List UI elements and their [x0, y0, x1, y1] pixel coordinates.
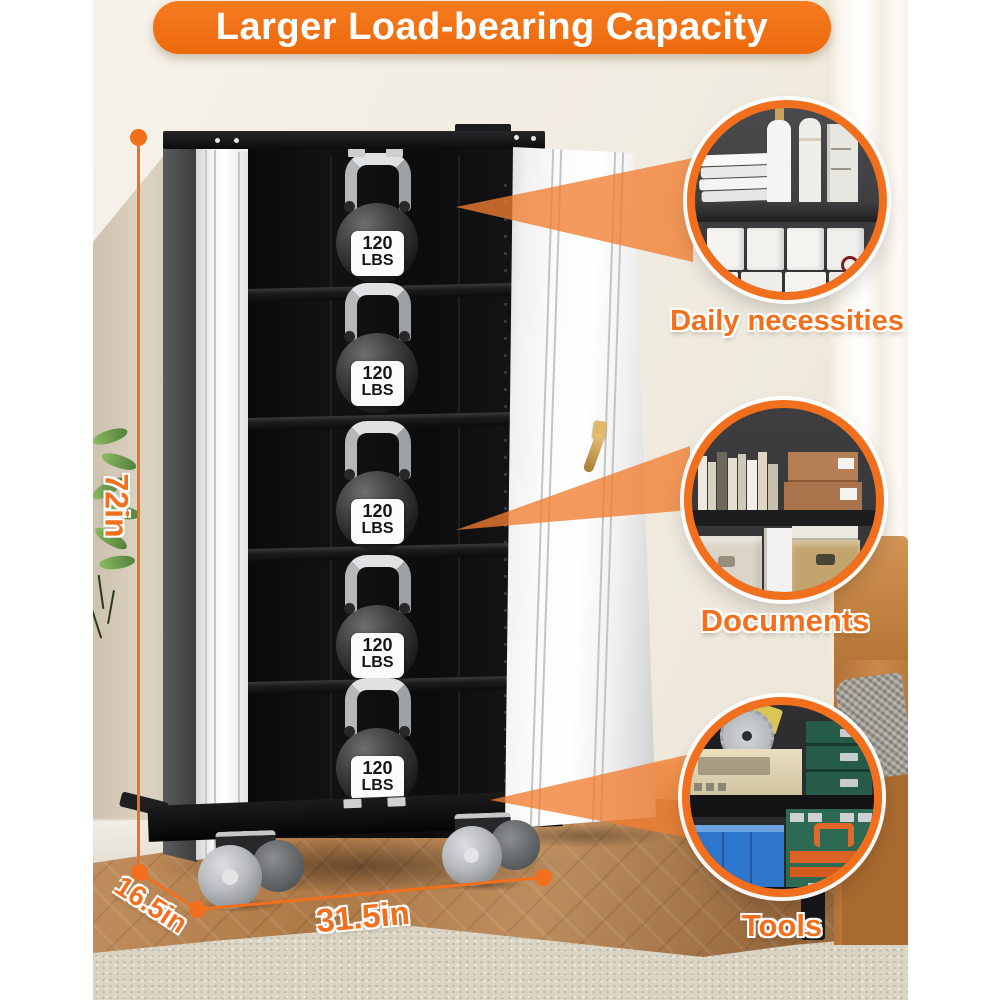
books-row	[792, 526, 858, 540]
white-box	[707, 228, 744, 270]
canvas-margin-right	[908, 0, 1000, 1000]
book-spine	[717, 452, 727, 512]
book-spine	[768, 464, 778, 512]
white-box	[829, 272, 870, 292]
book-spine	[708, 462, 716, 512]
cabinet-top-frame	[163, 131, 545, 149]
canvas-margin-left	[0, 0, 93, 1000]
callout-label-documents: Documents	[700, 603, 870, 638]
book-spine	[698, 456, 707, 512]
dimension-dot	[534, 868, 552, 886]
book	[827, 124, 858, 204]
banner-text: Larger Load-bearing Capacity	[215, 6, 769, 48]
orange-handle	[814, 823, 854, 847]
book-spine	[728, 458, 737, 512]
height-dimension-line	[136, 146, 140, 866]
title-banner: Larger Load-bearing Capacity	[153, 1, 831, 54]
orange-drawer	[790, 851, 870, 863]
orange-drawer	[790, 867, 870, 877]
book-spine	[747, 460, 757, 512]
callout-label-daily-necessities: Daily necessities	[670, 305, 904, 337]
white-box	[787, 228, 824, 270]
callout-circle-tools	[682, 697, 882, 897]
height-dimension-label: 72in	[98, 473, 135, 538]
door-key-handle	[582, 432, 606, 474]
white-box	[747, 228, 784, 270]
white-box	[697, 272, 738, 292]
dimension-dot	[129, 128, 147, 146]
callout-circle-documents	[684, 400, 884, 600]
circle-shelf	[695, 202, 879, 222]
book-spine	[738, 454, 746, 512]
white-box	[785, 272, 826, 292]
tool-case-stack	[806, 721, 872, 797]
bottle-pump	[775, 108, 784, 124]
callout-label-tools: Tools	[741, 908, 823, 943]
left-door	[196, 144, 248, 860]
left-door-back	[163, 139, 197, 862]
kraft-box	[792, 540, 860, 592]
dimension-dot	[188, 900, 206, 918]
white-box	[741, 272, 782, 292]
book-spine	[758, 452, 767, 512]
circle-shelf	[692, 510, 876, 526]
cabinet-knob	[841, 256, 859, 274]
dimension-dot	[130, 863, 148, 881]
blue-bin	[694, 825, 784, 889]
bottle	[799, 118, 821, 204]
binder	[764, 528, 793, 592]
callout-circle-daily-necessities	[687, 100, 887, 300]
bottle	[767, 120, 791, 204]
